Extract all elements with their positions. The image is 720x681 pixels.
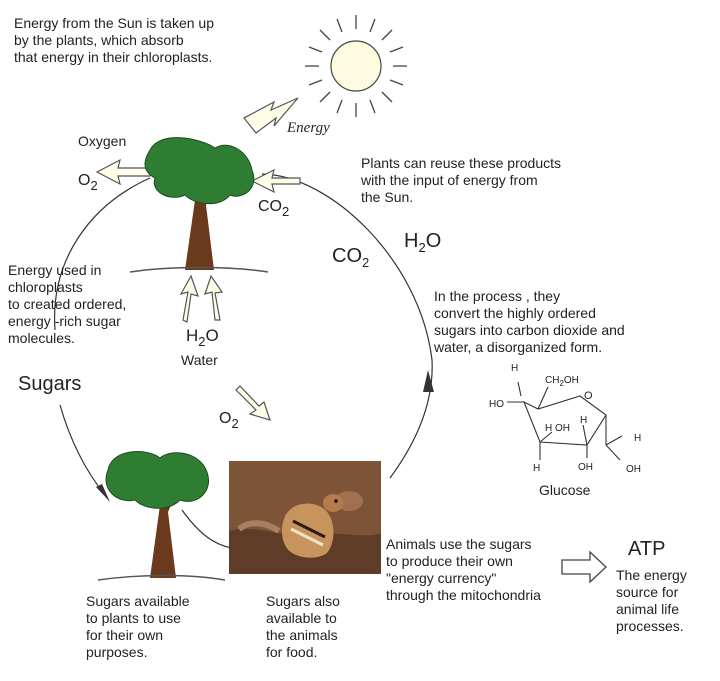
glucose-oh-right: OH	[626, 464, 641, 475]
glucose-structure	[507, 381, 623, 461]
glucose-h-bottom: H	[533, 463, 541, 474]
oxygen-arrow-icon	[95, 158, 151, 186]
energy-used-note: Energy used in chloroplasts to created o…	[8, 262, 127, 346]
o2-mid-arrow-icon	[235, 385, 271, 421]
water-arrows-icon	[179, 274, 224, 323]
tree-bottom-icon	[97, 451, 226, 581]
cycle-arc	[53, 173, 433, 549]
reuse-note: Plants can reuse these products with the…	[361, 155, 562, 205]
co2-arrow-icon	[250, 168, 301, 194]
co2-big-label: CO2	[332, 245, 370, 270]
atp-arrow-icon	[561, 550, 607, 584]
animals-use-note: Animals use the sugars to produce their …	[386, 536, 541, 603]
process-note: In the process , they convert the highly…	[434, 288, 625, 355]
sugars-label: Sugars	[18, 373, 82, 395]
water-label: Water	[181, 352, 218, 368]
glucose-ho: HO	[489, 399, 504, 410]
glucose-ring-o: O	[584, 390, 593, 402]
animals-sugars-note: Sugars also available to the animals for…	[266, 593, 340, 660]
glucose-label: Glucose	[539, 482, 591, 498]
glucose-oh-bottom: OH	[578, 462, 593, 473]
glucose-h-right: H	[580, 415, 588, 426]
plants-sugars-note: Sugars available to plants to use for th…	[86, 593, 190, 660]
o2-mid-label: O2	[219, 410, 239, 431]
arrowhead-down-icon	[96, 484, 110, 502]
energy-arrow-icon	[243, 97, 299, 134]
h2o-big-label: H2O	[404, 230, 442, 255]
chipmunk-photo	[229, 461, 381, 574]
sun-note: Energy from the Sun is taken up by the p…	[14, 15, 214, 65]
o2-left-label: O2	[78, 172, 98, 193]
glucose-h-oh: H OH	[545, 423, 571, 434]
co2-tree-label: CO2	[258, 198, 290, 219]
sun-icon	[305, 15, 407, 117]
arrowhead-up-icon	[423, 370, 434, 392]
glucose-ch2oh: CH2OH	[545, 375, 579, 388]
oxygen-label: Oxygen	[78, 133, 127, 149]
h2o-small-label: H2O	[186, 326, 219, 349]
energy-label: Energy	[287, 120, 330, 136]
glucose-h1: H	[511, 363, 519, 374]
tree-top-icon	[129, 137, 269, 273]
glucose-h-far: H	[634, 433, 642, 444]
atp-note: The energy source for animal life proces…	[616, 567, 687, 634]
atp-label: ATP	[628, 538, 666, 560]
